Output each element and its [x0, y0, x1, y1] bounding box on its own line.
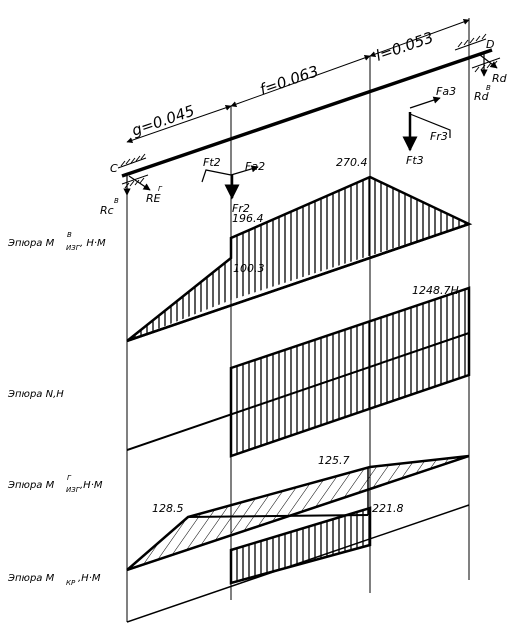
dim-f: f=0.063 — [257, 62, 320, 99]
force-ft3-label: Ft3 — [406, 154, 424, 167]
reaction-rc-label: Rc — [100, 204, 114, 217]
torque-diagram — [126, 504, 470, 623]
moment-horizontal-diagram — [126, 454, 470, 572]
mh-label-sup: Г — [67, 474, 72, 482]
label-moment-vertical: Эпюра M B ИЗГ , H·M — [7, 231, 106, 252]
label-axial: Эпюра N,H — [7, 389, 64, 400]
mh-label-sub: ИЗГ — [66, 486, 81, 494]
mkr-label-sub: КР — [66, 579, 76, 587]
mkr-label: Эпюра M — [7, 573, 55, 584]
mv-value-270: 270.4 — [336, 156, 368, 169]
support-d-label: D — [486, 38, 494, 51]
force-fa2-label: Fa2 — [245, 160, 265, 173]
label-torque: Эпюра M КР ,H·M — [7, 573, 101, 587]
force-arrows — [123, 52, 498, 200]
support-c — [117, 153, 149, 189]
force-fr2-label: Fr2 — [232, 202, 250, 215]
mv-label: Эпюра M — [7, 238, 55, 249]
mv-label-sub: ИЗГ — [66, 244, 81, 252]
mv-value-100: 100.3 — [233, 262, 265, 275]
dim-l: l=0.053 — [373, 28, 435, 64]
mv-label-sup: B — [67, 231, 72, 239]
dimension-lines — [126, 19, 470, 144]
dim-g: g=0.045 — [129, 102, 196, 140]
reaction-rd-sup: B — [486, 84, 491, 92]
mh-value-128: 128.5 — [152, 502, 184, 515]
reaction-re-label: RE — [146, 192, 161, 205]
mh-label-unit: ,H·M — [80, 480, 103, 491]
mh-label: Эпюра M — [7, 480, 55, 491]
reaction-rd-top-label: Rd — [492, 72, 508, 85]
reaction-rc-sup: B — [114, 197, 119, 205]
shaft-line — [121, 48, 493, 178]
n-label: Эпюра N,H — [7, 389, 64, 400]
force-ft2-label: Ft2 — [203, 156, 221, 169]
moment-vertical-diagram — [126, 175, 473, 343]
reaction-rd-label: Rd — [474, 90, 490, 103]
mv-label-unit: , H·M — [80, 238, 106, 249]
support-c-label: C — [110, 162, 118, 175]
label-moment-horizontal: Эпюра M Г ИЗГ ,H·M — [7, 474, 103, 494]
mkr-label-unit: ,H·M — [78, 573, 101, 584]
mh-value-221: 221.8 — [372, 502, 404, 515]
axial-force-diagram — [126, 286, 471, 458]
mh-value-125: 125.7 — [318, 454, 350, 467]
reaction-re-sup: Г — [158, 185, 163, 193]
force-fa3-label: Fa3 — [436, 85, 456, 98]
force-fr3-label: Fr3 — [430, 130, 448, 143]
mv-value-196: 196.4 — [232, 212, 264, 225]
n-value: 1248.7H — [412, 284, 459, 297]
